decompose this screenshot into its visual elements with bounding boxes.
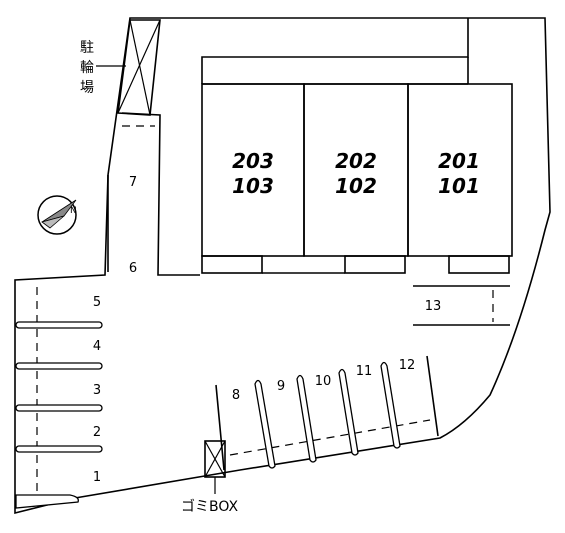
stall-divider-3-4 bbox=[15, 362, 103, 370]
apartment-building bbox=[201, 18, 513, 274]
unit-label-202: 202 bbox=[335, 149, 377, 173]
parking-number-5: 5 bbox=[93, 295, 101, 310]
stall-edge-8 bbox=[215, 384, 225, 471]
garbage-box-label: ゴミBOX bbox=[181, 498, 238, 515]
unit-label-203: 203 bbox=[232, 149, 274, 173]
parking-number-13: 13 bbox=[425, 299, 442, 314]
bicycle-parking-label-2: 輪 bbox=[80, 59, 94, 76]
stall-divider-10-11 bbox=[338, 368, 359, 456]
parking-number-2: 2 bbox=[93, 425, 101, 440]
unit-label-103: 103 bbox=[232, 174, 274, 198]
bicycle-parking-label-3: 場 bbox=[80, 80, 94, 96]
stall-end-1 bbox=[15, 494, 79, 509]
parking-number-7: 7 bbox=[129, 175, 137, 190]
parking-number-8: 8 bbox=[232, 388, 240, 403]
parking-number-4: 4 bbox=[93, 339, 101, 354]
svg-text:N: N bbox=[70, 206, 77, 216]
driveway-edge bbox=[121, 112, 200, 276]
parking-number-1: 1 bbox=[93, 470, 101, 485]
unit-label-201: 201 bbox=[438, 149, 480, 173]
bicycle-parking-box bbox=[117, 19, 161, 116]
unit-label-102: 102 bbox=[335, 174, 377, 198]
parking-number-9: 9 bbox=[277, 379, 285, 394]
unit-label-101: 101 bbox=[438, 174, 480, 198]
parking-number-3: 3 bbox=[93, 383, 101, 398]
parking-number-10: 10 bbox=[315, 374, 332, 389]
stall-edge-12 bbox=[426, 355, 439, 437]
parking-number-6: 6 bbox=[129, 261, 137, 276]
parking-number-12: 12 bbox=[399, 358, 416, 373]
parking-number-11: 11 bbox=[356, 364, 373, 379]
stall-divider-9-10 bbox=[296, 374, 317, 463]
stall-divider-11-12 bbox=[380, 361, 401, 449]
garbage-box bbox=[204, 440, 226, 494]
stall-13-markings bbox=[413, 285, 510, 326]
bottom-stalls-centerline bbox=[229, 419, 431, 456]
stall-divider-8-9 bbox=[254, 379, 276, 469]
stall-divider-2-3 bbox=[15, 404, 103, 412]
stall-divider-4-5 bbox=[15, 321, 103, 329]
stall-divider-1-2 bbox=[15, 445, 103, 453]
bicycle-parking-label-1: 駐 bbox=[80, 40, 94, 56]
compass-icon: N bbox=[37, 195, 77, 235]
